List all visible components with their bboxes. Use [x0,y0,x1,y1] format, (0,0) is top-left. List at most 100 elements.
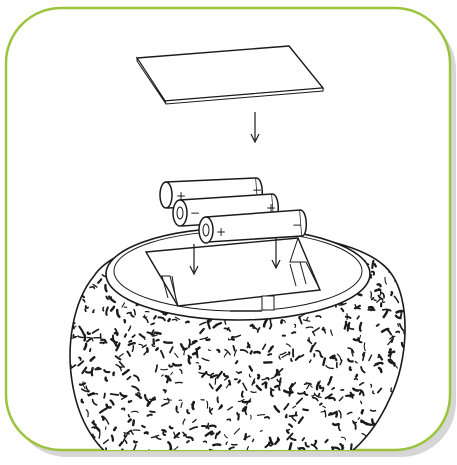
texture-speck [242,392,243,397]
texture-speck [346,395,354,396]
texture-speck [271,346,273,348]
texture-speck [84,334,85,340]
texture-speck [85,309,86,311]
texture-speck [360,323,361,331]
texture-speck [129,420,131,422]
texture-speck [114,428,116,430]
texture-speck [145,432,148,433]
texture-speck [125,334,126,337]
texture-speck [251,351,252,353]
texture-speck [73,326,74,329]
texture-speck [375,264,376,266]
texture-speck [148,415,152,416]
texture-speck [389,349,390,352]
texture-speck [258,375,259,378]
texture-speck [391,292,392,295]
texture-speck [286,415,287,418]
texture-speck [142,426,145,427]
texture-speck [156,348,157,350]
texture-speck [112,436,113,441]
texture-speck [150,411,155,412]
texture-speck [236,361,237,363]
texture-speck [82,400,83,403]
texture-speck [392,351,395,352]
texture-speck [105,285,106,291]
texture-speck [104,394,105,398]
texture-speck [243,407,245,409]
texture-speck [193,341,197,342]
texture-speck [106,378,107,381]
texture-speck [396,331,399,332]
texture-speck [289,352,290,354]
texture-speck [397,311,403,312]
texture-speck [199,366,200,369]
texture-speck [351,444,352,450]
texture-speck [320,403,322,404]
texture-speck [99,431,100,438]
texture-speck [371,457,375,459]
texture-speck [300,448,304,449]
texture-speck [356,375,357,377]
texture-speck [290,443,292,449]
texture-speck [92,368,93,375]
texture-speck [354,339,358,340]
texture-speck [292,332,295,333]
texture-speck [320,386,321,388]
texture-speck [213,444,220,445]
texture-speck [372,261,373,268]
texture-speck [303,409,308,410]
texture-speck [363,354,364,360]
texture-speck [374,300,376,301]
texture-speck [377,324,379,325]
texture-speck [93,310,94,312]
texture-speck [350,368,351,370]
texture-speck [193,353,196,354]
texture-speck [333,424,339,425]
texture-speck [189,340,190,348]
texture-speck [372,298,374,300]
texture-speck [129,341,131,342]
texture-speck [156,340,158,341]
texture-speck [268,354,271,355]
texture-speck [175,382,182,383]
texture-speck [354,379,357,380]
texture-speck [298,393,303,394]
texture-speck [378,357,381,358]
texture-speck [306,327,313,328]
texture-speck [359,294,362,295]
texture-speck [184,351,185,355]
texture-speck [296,412,297,415]
texture-speck [275,386,278,387]
texture-speck [178,457,186,458]
texture-speck [169,319,170,321]
texture-speck [278,438,279,441]
texture-speck [389,354,391,356]
texture-speck [336,414,337,417]
texture-speck [323,358,325,365]
texture-speck [148,402,149,406]
texture-speck [103,308,104,311]
texture-speck [131,457,132,459]
texture-speck [322,388,323,392]
texture-speck [290,415,296,416]
texture-speck [164,390,166,391]
texture-speck [127,313,129,314]
texture-speck [329,413,331,415]
texture-speck [164,342,172,343]
texture-speck [266,383,267,387]
texture-speck [186,322,189,323]
texture-speck [217,397,218,402]
texture-speck [398,324,399,327]
texture-speck [229,381,230,385]
texture-speck [211,433,214,434]
battery-3-positive-label: + [216,225,226,239]
texture-speck [161,369,168,370]
texture-speck [309,338,310,341]
texture-speck [187,441,189,442]
texture-speck [86,372,90,373]
texture-speck [210,426,216,427]
texture-speck [90,349,91,351]
texture-speck [238,381,240,383]
